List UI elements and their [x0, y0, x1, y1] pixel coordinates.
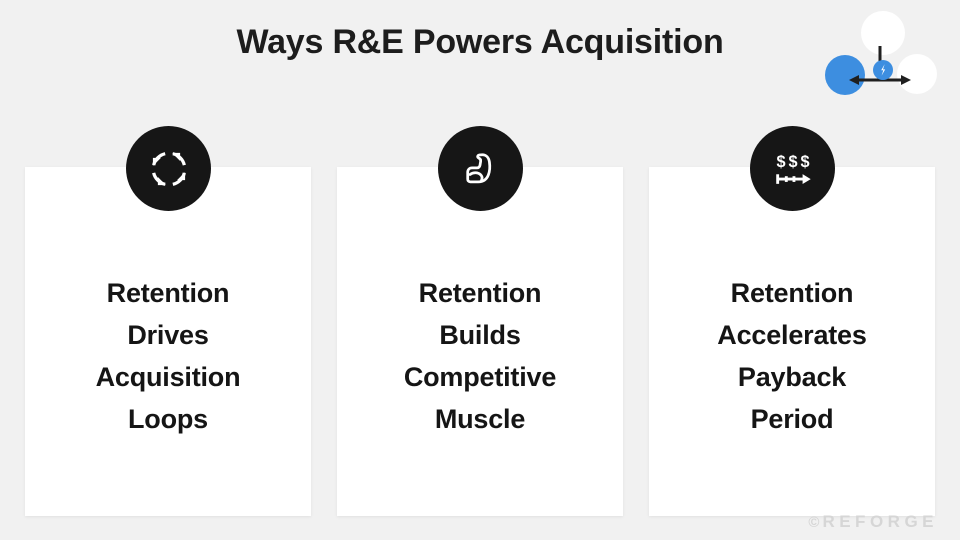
refresh-loop-icon	[126, 126, 211, 211]
card-retention-builds-competitive-muscle[interactable]: Retention Builds Competitive Muscle	[337, 167, 623, 516]
reforge-logo	[818, 8, 942, 100]
flexed-bicep-icon	[438, 126, 523, 211]
card-text: Retention Drives Acquisition Loops	[95, 278, 241, 434]
svg-text:$: $	[800, 153, 809, 171]
logo-dot-white-right	[897, 54, 937, 94]
reforge-spark-icon	[873, 60, 893, 80]
svg-text:$: $	[788, 153, 797, 171]
dollar-arrow-icon: $ $ $	[750, 126, 835, 211]
card-text: Retention Builds Competitive Muscle	[403, 278, 557, 434]
logo-dot-blue	[825, 55, 865, 95]
watermark-label: REFORGE	[822, 512, 938, 531]
card-retention-accelerates-payback-period[interactable]: Retention Accelerates Payback Period	[649, 167, 935, 516]
copyright-icon: ©	[808, 514, 823, 531]
svg-text:$: $	[776, 153, 785, 171]
logo-dot-white-top	[861, 11, 905, 55]
page-title: Ways R&E Powers Acquisition	[236, 23, 724, 61]
card-text: Retention Accelerates Payback Period	[717, 278, 867, 434]
reforge-watermark: ©REFORGE	[808, 512, 938, 532]
card-retention-drives-acquisition-loops[interactable]: Retention Drives Acquisition Loops	[25, 167, 311, 516]
logo-connector-lines	[849, 46, 911, 85]
